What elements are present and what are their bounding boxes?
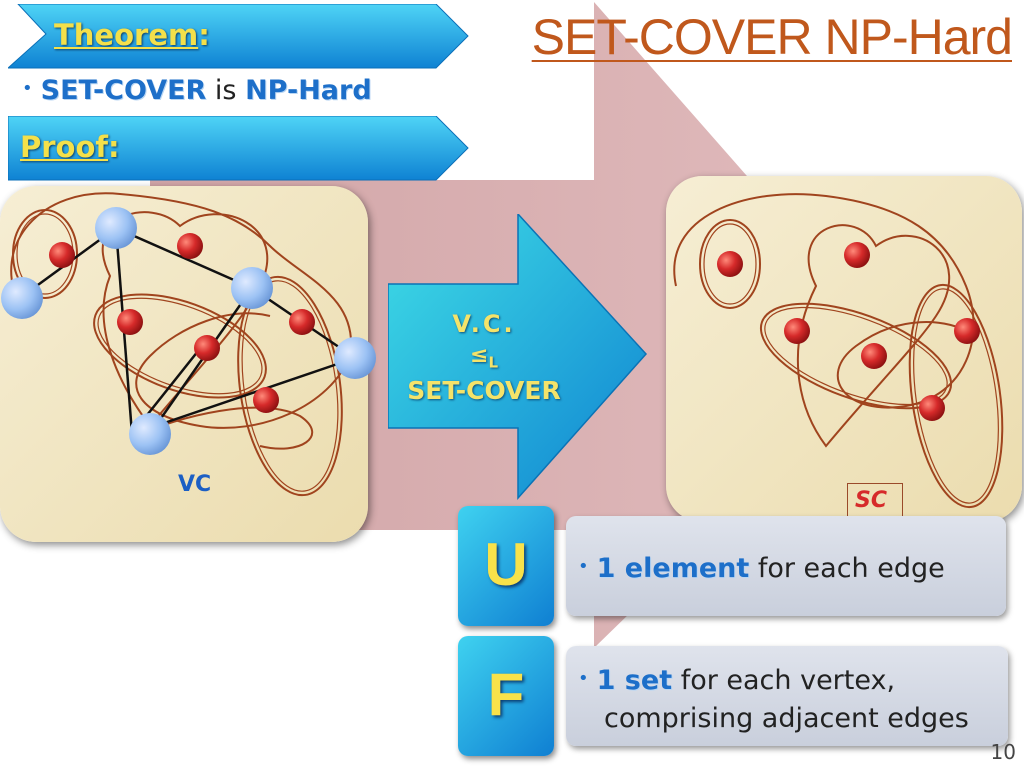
set-cover-keyword: SET-COVER	[40, 75, 207, 106]
family-info-box: • 1 set for each vertex, comprising adjac…	[566, 646, 1008, 746]
sc-panel	[666, 176, 1022, 522]
theorem-connector: is	[206, 75, 246, 106]
vertex-dot	[1, 277, 43, 319]
sc-label: SC	[855, 488, 887, 513]
bullet-dot: •	[578, 668, 589, 689]
bullet-dot: •	[22, 78, 33, 99]
family-highlight: 1 set	[596, 665, 673, 696]
proof-label: Proof	[20, 130, 109, 164]
universe-tile: U	[458, 506, 554, 626]
theorem-label: Theorem	[54, 18, 199, 52]
element-dot	[954, 318, 980, 344]
bullet-dot: •	[578, 556, 589, 577]
element-dot	[844, 242, 870, 268]
set-loop-right	[908, 283, 1004, 509]
vertex-dot	[231, 267, 273, 309]
set-loop-center	[93, 293, 267, 399]
edge-element-dot	[117, 309, 143, 335]
family-text: for each vertex,	[672, 665, 896, 696]
set-loop-right	[237, 275, 343, 497]
element-dot	[861, 343, 887, 369]
family-tile: F	[458, 636, 554, 756]
np-hard-keyword: NP-Hard	[245, 75, 372, 106]
slide-title: SET-COVER NP-Hard	[531, 9, 1013, 65]
set-loop-center	[759, 302, 953, 410]
universe-info-box: • 1 element for each edge	[566, 516, 1006, 616]
theorem-statement: • SET-COVER is NP-Hard	[22, 75, 372, 106]
reduction-target: SET-COVER	[407, 376, 561, 405]
family-text-line2: comprising adjacent edges	[604, 703, 969, 734]
vc-graph-diagram	[1, 192, 376, 497]
theorem-banner: Theorem:	[8, 4, 470, 70]
reduction-arrow	[388, 214, 648, 500]
universe-description: • 1 element for each edge	[578, 548, 945, 588]
reduction-relation: ≤L	[388, 343, 580, 371]
edge-element-dot	[289, 309, 315, 335]
edge-element-dot	[253, 387, 279, 413]
set-loop-small	[699, 219, 761, 309]
sc-set-diagram	[673, 193, 1004, 509]
universe-text: for each edge	[749, 553, 945, 584]
set-loop-heart	[796, 224, 951, 448]
vertex-dot	[334, 337, 376, 379]
edge-element-dot	[49, 242, 75, 268]
family-description: • 1 set for each vertex, comprising adjac…	[578, 660, 969, 738]
edge-element-dot	[194, 335, 220, 361]
vertex-dot	[129, 413, 171, 455]
page-number: 10	[990, 740, 1016, 764]
reduction-leq-symbol: ≤	[470, 343, 489, 368]
proof-colon: :	[108, 130, 120, 164]
reduction-subscript: L	[488, 353, 498, 372]
element-dot	[919, 395, 945, 421]
vertex-dot	[95, 207, 137, 249]
edge-element-dot	[177, 233, 203, 259]
universe-letter: U	[484, 531, 528, 598]
universe-highlight: 1 element	[596, 553, 750, 584]
reduction-source: V.C.	[452, 310, 516, 338]
proof-banner: Proof:	[8, 116, 470, 182]
element-dot	[717, 251, 743, 277]
set-loop-lower	[134, 406, 314, 450]
vc-label: VC	[178, 472, 212, 497]
family-letter: F	[487, 661, 525, 728]
element-dot	[784, 318, 810, 344]
theorem-colon: :	[198, 18, 210, 52]
